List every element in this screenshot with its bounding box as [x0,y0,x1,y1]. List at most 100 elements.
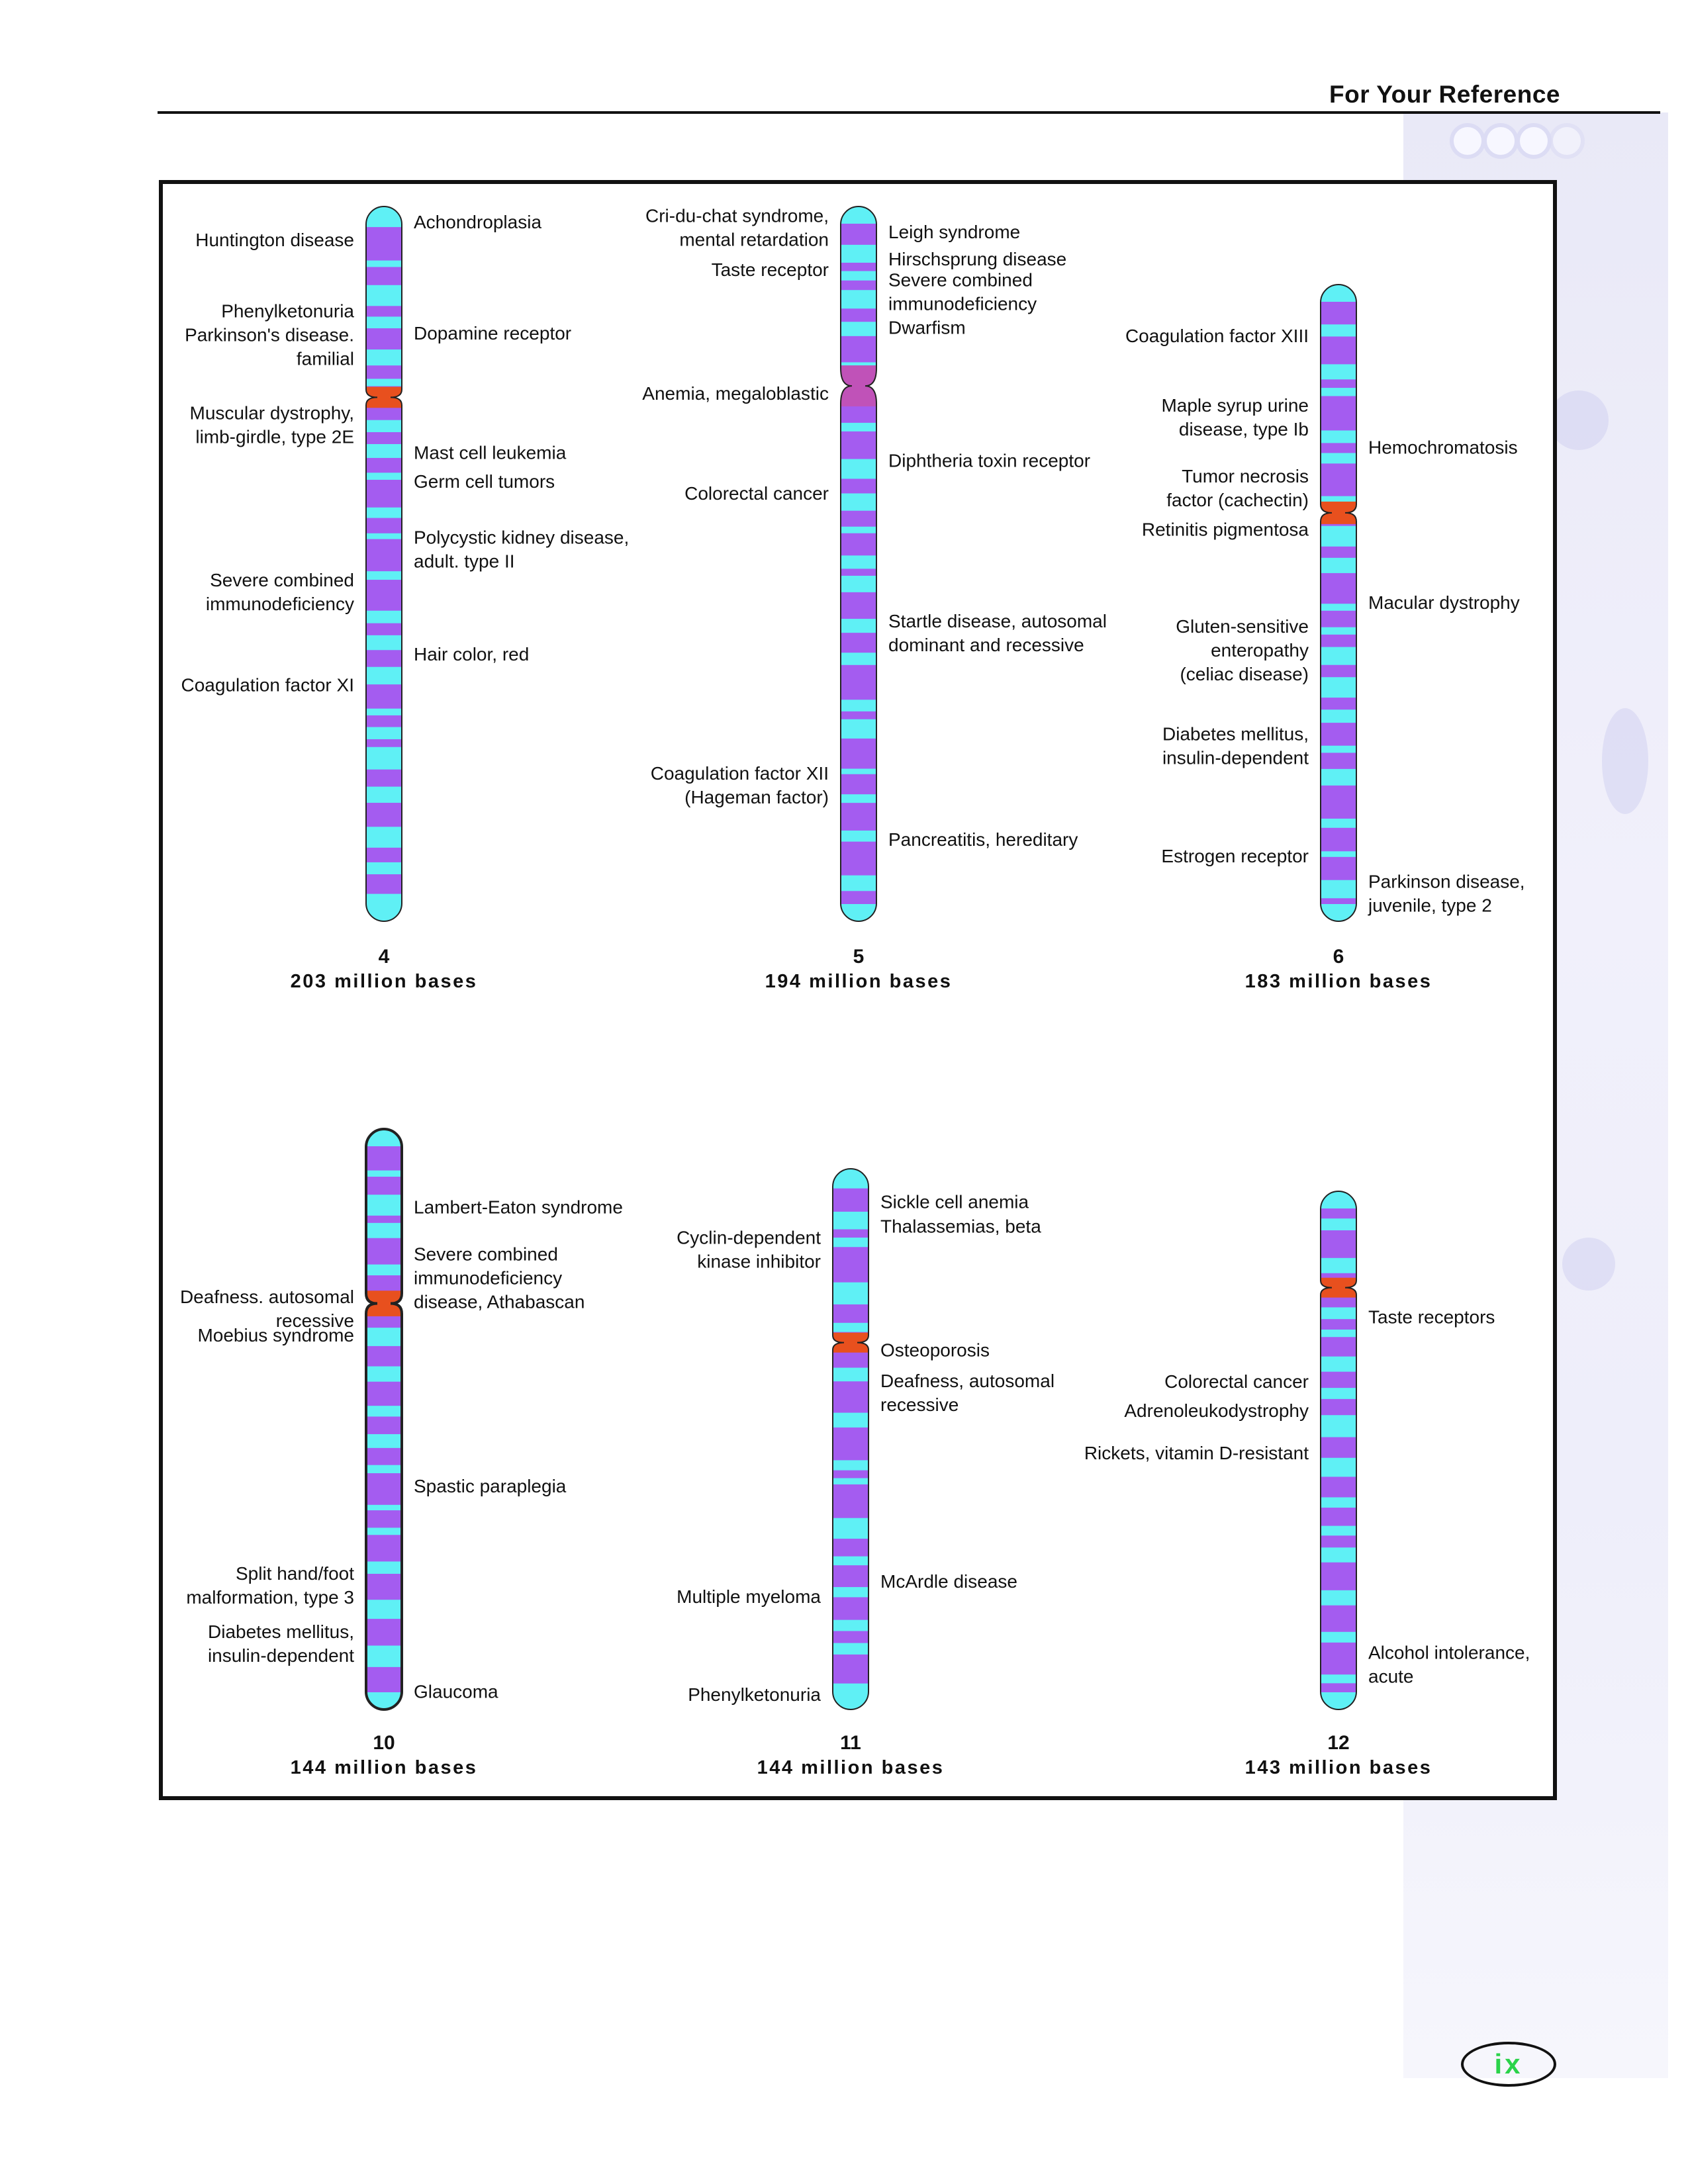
disease-label-line: adult. type II [414,551,515,571]
disease-label-line: limb-girdle, type 2E [195,426,354,447]
disease-label-line: Germ cell tumors [414,471,555,492]
disease-label: Hemochromatosis [1368,437,1518,457]
chromosome-band [1321,1356,1356,1372]
disease-label-line: Severe combined [888,270,1033,291]
disease-label: Coagulation factor XII(Hageman factor) [651,763,829,807]
disease-label-line: insulin-dependent [1162,747,1309,768]
chromosome-band [366,473,402,480]
chromosome-band [841,794,876,803]
page-number: ix [1494,2048,1523,2079]
disease-label-line: (celiac disease) [1180,664,1309,684]
chromosome-band [366,1465,402,1473]
chromosome-band [841,830,876,842]
chromosome-band [366,285,402,306]
disease-label-line: Dopamine receptor [414,323,571,343]
chromosome-band [841,322,876,336]
disease-label: Estrogen receptor [1161,846,1309,866]
chromosome-number: 10 [373,1732,395,1754]
disease-label-line: Cri-du-chat syndrome, [645,205,829,226]
chromosome-outline [1320,284,1357,922]
chromosome-band [841,244,876,263]
chromosome-band [1321,1218,1356,1230]
chromosome-band [1321,647,1356,665]
disease-label: Pancreatitis, hereditary [888,829,1078,850]
disease-label: Colorectal cancer [1164,1371,1309,1392]
decorative-bubble [1602,708,1648,814]
chromosome-band [366,727,402,739]
chromosome-band [1321,525,1356,547]
chromosome-band [366,1406,402,1417]
chromosome-band [833,1412,868,1428]
disease-label: Diphtheria toxin receptor [888,450,1090,471]
chromosome-band [1321,818,1356,828]
disease-label-line: malformation, type 3 [186,1587,354,1608]
disease-label-line: Phenylketonuria [221,300,354,321]
chromosome-band [841,459,876,479]
disease-label-line: Parkinson disease, [1368,872,1525,892]
disease-label-line: Multiple myeloma [677,1586,821,1607]
chromosome-number: 6 [1333,946,1344,968]
chromosome-band [1321,453,1356,464]
chromosome-band [366,786,402,803]
disease-label: Phenylketonuria [688,1684,821,1705]
disease-label-line: Startle disease, autosomal [888,611,1107,631]
page-number-badge: ix [1461,2042,1556,2087]
disease-label: Mast cell leukemia [414,443,567,463]
disease-label: Hirschsprung disease [888,249,1066,269]
disease-label-line: Mast cell leukemia [414,443,567,463]
chromosome-bands [1321,285,1356,921]
disease-label-line: Cyclin-dependent [677,1228,821,1248]
disease-label-line: Coagulation factor XI [181,675,355,696]
disease-label-line: Sickle cell anemia [880,1192,1029,1212]
chromosome-band [366,747,402,770]
disease-label-line: Retinitis pigmentosa [1142,519,1309,539]
chromosome-band [841,575,876,592]
chromosome-band [841,875,876,891]
chromosome-band [833,1460,868,1471]
chromosome-band [366,444,402,458]
disease-label-line: Taste receptor [712,259,829,280]
disease-label: Taste receptors [1368,1306,1495,1327]
disease-label-line: immunodeficiency [206,594,354,614]
chromosome-band [841,555,876,569]
chromosome-band [366,1264,402,1276]
disease-label-line: Estrogen receptor [1161,846,1309,866]
chromosome-band [1321,388,1356,396]
chromosome-size: 194 million bases [765,971,953,992]
disease-label-line: Coagulation factor XIII [1125,326,1309,346]
disease-label-line: Hemochromatosis [1368,437,1518,457]
chromosome-band [841,719,876,739]
centromere [1321,501,1356,524]
chromosome-band [1321,557,1356,573]
chromosome-band [833,1282,868,1304]
disease-label-line: recessive [276,1310,354,1331]
disease-label-line: Anemia, megaloblastic [642,383,829,404]
disease-label-line: Deafness, autosomal [880,1371,1055,1391]
chromosome-size: 203 million bases [291,971,478,992]
disease-label: Severe combined immunodeficiency [888,270,1037,314]
disease-label-line: immunodeficiency [888,294,1037,314]
chromosome-size: 144 million bases [757,1757,945,1778]
chromosome-band [366,260,402,267]
disease-label-line: Taste receptors [1368,1306,1495,1327]
chromosome-5: Cri-du-chat syndrome,mental retardationT… [642,205,1107,992]
chromosome-number: 5 [853,946,865,968]
disease-label-line: Dwarfism [888,318,966,338]
chromosome-number: 12 [1327,1732,1349,1754]
disease-label-line: Lambert-Eaton syndrome [414,1197,623,1217]
chromosome-outline [365,1128,403,1711]
disease-label-line: familial [297,348,354,369]
chromosome-band [1321,1547,1356,1563]
disease-label-line: Parkinson's disease. [185,324,354,345]
chromosome-band [841,422,876,432]
disease-label: Osteoporosis [880,1340,990,1361]
decorative-bubble [1549,390,1609,450]
chromosome-band [841,653,876,665]
disease-label: Diabetes mellitus,insulin-dependent [1162,723,1309,768]
disease-label: Sickle cell anemia [880,1192,1029,1212]
disease-label-line: Phenylketonuria [688,1684,821,1705]
chromosome-band [1321,851,1356,857]
disease-label: Huntington disease [195,230,354,250]
